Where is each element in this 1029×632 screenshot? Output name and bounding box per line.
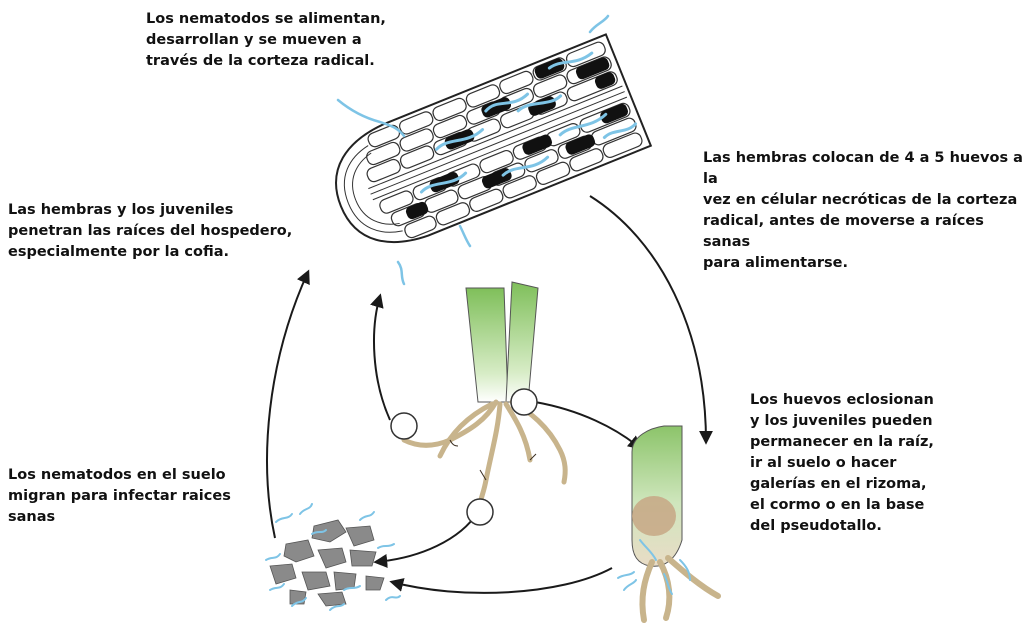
magnifier-circle-soil <box>467 499 493 525</box>
arrow-plant-to-soil <box>376 512 478 562</box>
arrow-rhizome-to-soil <box>392 568 612 593</box>
magnifier-circle-base <box>511 389 537 415</box>
soil-particles <box>270 520 384 606</box>
caption-soil-migration: Los nematodos en el suelo migran para in… <box>8 465 258 528</box>
magnifier-circle-root <box>391 413 417 439</box>
arrow-plant-to-root <box>374 296 390 420</box>
arrow-root-to-rhizome <box>590 196 706 442</box>
caption-egg-laying: Las hembras colocan de 4 a 5 huevos a la… <box>703 148 1029 274</box>
caption-feeding: Los nematodos se alimentan, desarrollan … <box>146 9 396 72</box>
rhizome-illustration <box>618 426 718 620</box>
arrow-plant-to-rhizome <box>535 402 640 448</box>
plant-roots <box>404 402 565 512</box>
rhizome-roots <box>642 558 718 620</box>
caption-penetration: Las hembras y los juveniles penetran las… <box>8 200 338 263</box>
arrow-soil-to-root <box>267 272 308 538</box>
caption-hatching: Los huevos eclosionan y los juveniles pu… <box>750 390 950 537</box>
